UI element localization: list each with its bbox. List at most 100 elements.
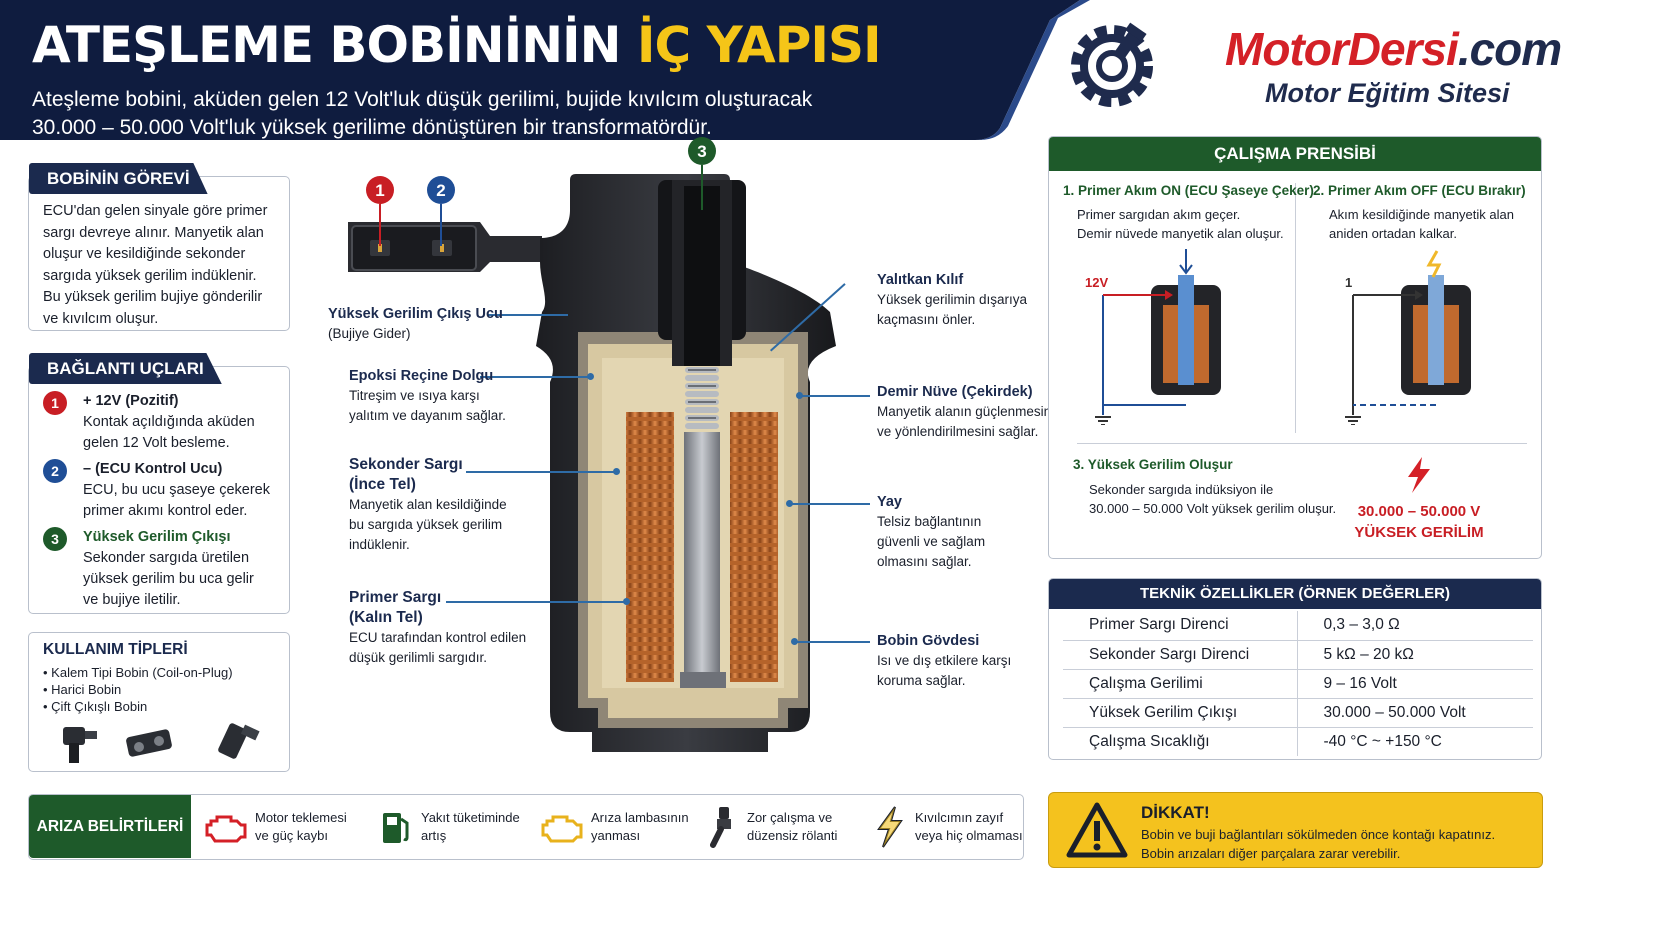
- logo-tagline: Motor Eğitim Sitesi: [1265, 78, 1510, 108]
- step2-line: aniden ortadan kalkar.: [1329, 226, 1457, 241]
- divider: [1077, 443, 1527, 444]
- marker-2: 2: [427, 176, 455, 246]
- label-epoxy: Epoksi Reçine Dolgu Titreşim ve ısıya ka…: [349, 366, 506, 426]
- prensip-panel: ÇALIŞMA PRENSİBİ 1. Primer Akım ON (ECU …: [1048, 136, 1542, 559]
- spec-value: 9 – 16 Volt: [1297, 669, 1533, 699]
- subtitle-line-1: Ateşleme bobini, aküden gelen 12 Volt'lu…: [32, 88, 813, 111]
- check-engine-light-icon: [541, 815, 583, 843]
- electrical-connector: [348, 222, 542, 272]
- fault-line: Motor teklemesi: [255, 810, 347, 825]
- label-insulator: Yalıtkan Kılıf Yüksek gerilimin dışarıya…: [877, 270, 1027, 330]
- connection-number-badge: 3: [43, 527, 67, 551]
- spark-plug-icon: [710, 807, 731, 848]
- label-head: (Kalın Tel): [349, 609, 423, 626]
- gorev-line: Bu yüksek gerilim bujiye gönderilir: [43, 289, 263, 305]
- label-line: kaçmasını önler.: [877, 312, 976, 327]
- label-line: Manyetik alan kesildiğinde: [349, 497, 507, 512]
- step1-line: Demir nüvede manyetik alan oluşur.: [1077, 226, 1284, 241]
- kullanim-list: • Kalem Tipi Bobin (Coil-on-Plug) • Hari…: [43, 665, 233, 714]
- spec-key: Primer Sargı Direnci: [1063, 611, 1298, 641]
- leader-dot: [791, 638, 798, 645]
- header-background: [0, 0, 1090, 140]
- gear-icon: [1071, 22, 1153, 107]
- leader-line: [488, 314, 568, 316]
- connection-line: Sekonder sargıda üretilen: [83, 550, 250, 566]
- fault-item-5: Kıvılcımın zayıf veya hiç olmaması: [915, 809, 1035, 845]
- connection-head: – (ECU Kontrol Ucu): [83, 461, 223, 477]
- label-line: güvenli ve sağlam: [877, 534, 986, 549]
- spec-value: -40 °C ~ +150 °C: [1323, 732, 1442, 750]
- kullanim-title: KULLANIM TİPLERİ: [43, 641, 188, 658]
- connection-line: ECU, bu ucu şaseye çekerek: [83, 482, 270, 498]
- step3-title: 3. Yüksek Gerilim Oluşur: [1073, 457, 1233, 472]
- label-head: Bobin Gövdesi: [877, 633, 980, 649]
- label-iron-core: Demir Nüve (Çekirdek) Manyetik alanın gü…: [877, 382, 1054, 442]
- leader-line: [800, 395, 870, 397]
- label-line: (Bujiye Gider): [328, 326, 411, 341]
- baglanti-title: BAĞLANTI UÇLARI: [29, 353, 222, 384]
- fault-line: Arıza lambasının: [591, 810, 689, 825]
- step2-voltage: 1: [1345, 275, 1352, 290]
- connection-line: primer akımı kontrol eder.: [83, 503, 248, 519]
- label-head: Yalıtkan Kılıf: [877, 272, 964, 288]
- leader-dot: [613, 468, 620, 475]
- kullanim-panel: KULLANIM TİPLERİ • Kalem Tipi Bobin (Coi…: [28, 632, 290, 772]
- label-line: Yüksek gerilimin dışarıya: [877, 292, 1028, 307]
- leader-line: [466, 471, 616, 473]
- label-housing: Bobin Gövdesi Isı ve dış etkilere karşı …: [877, 631, 1011, 691]
- step1-text: Primer sargıdan akım geçer. Demir nüvede…: [1077, 205, 1284, 243]
- leader-dot: [796, 392, 803, 399]
- label-head: (İnce Tel): [349, 476, 416, 493]
- fault-line: Kıvılcımın zayıf: [915, 810, 1004, 825]
- label-head: Sekonder Sargı: [349, 456, 463, 473]
- dikkat-panel: DİKKAT! Bobin ve buji bağlantıları sökül…: [1048, 792, 1543, 868]
- step2-text: Akım kesildiğinde manyetik alan aniden o…: [1329, 205, 1514, 243]
- label-head: Yay: [877, 494, 902, 510]
- logo-brand: MotorDersi.com: [1225, 22, 1562, 76]
- label-head: Demir Nüve (Çekirdek): [877, 384, 1033, 400]
- marker-3-label: 3: [697, 142, 706, 161]
- fault-item-1: Motor teklemesi ve güç kaybı: [255, 809, 375, 845]
- label-line: Titreşim ve ısıya karşı: [349, 388, 480, 403]
- hv-result: 30.000 – 50.000 V YÜKSEK GERİLİM: [1349, 501, 1489, 543]
- step1-title: 1. Primer Akım ON (ECU Şaseye Çeker): [1063, 183, 1314, 198]
- fault-line: Yakıt tüketiminde: [421, 810, 520, 825]
- label-head: Epoksi Reçine Dolgu: [349, 368, 494, 384]
- gorev-line: oluşur ve kesildiğinde sekonder: [43, 246, 246, 262]
- fault-line: yanması: [591, 828, 641, 843]
- page-title: ATEŞLEME BOBİNİNİN İÇ YAPISI: [32, 16, 882, 74]
- connection-line: Kontak açıldığında aküden: [83, 414, 255, 430]
- dikkat-text: Bobin ve buji bağlantıları sökülmeden ön…: [1141, 825, 1495, 863]
- step2-line: Akım kesildiğinde manyetik alan: [1329, 207, 1514, 222]
- label-line: yalıtım ve dayanım sağlar.: [349, 408, 506, 423]
- label-head: Yüksek Gerilim Çıkış Ucu: [328, 306, 503, 322]
- label-spring: Yay Telsiz bağlantının güvenli ve sağlam…: [877, 492, 985, 572]
- fault-line: veya hiç olmaması: [915, 828, 1023, 843]
- fault-line: düzensiz rölanti: [747, 828, 838, 843]
- label-line: düşük gerilimli sargıdır.: [349, 650, 488, 665]
- hv-label: YÜKSEK GERİLİM: [1354, 524, 1484, 541]
- leader-line: [790, 503, 870, 505]
- kullanim-item: Çift Çıkışlı Bobin: [51, 699, 148, 714]
- marker-1-label: 1: [375, 181, 384, 200]
- gorev-title: BOBİNİN GÖREVİ: [29, 163, 208, 194]
- coil-types-illustration: [63, 723, 260, 763]
- primary-winding-left: [640, 552, 674, 682]
- prensip-title: ÇALIŞMA PRENSİBİ: [1049, 137, 1541, 171]
- kullanim-item: Harici Bobin: [51, 682, 122, 697]
- step3-line: Sekonder sargıda indüksiyon ile: [1089, 482, 1274, 497]
- step3-text: Sekonder sargıda indüksiyon ile 30.000 –…: [1089, 480, 1336, 518]
- gorev-line: sargıda yüksek gerilim indüklenir.: [43, 267, 257, 284]
- dikkat-line: Bobin arızaları diğer parçalara zarar ve…: [1141, 846, 1401, 861]
- fault-line: Zor çalışma ve: [747, 810, 833, 825]
- leader-dot: [587, 373, 594, 380]
- label-secondary: Sekonder Sargı (İnce Tel) Manyetik alan …: [349, 455, 507, 555]
- step2-title: 2. Primer Akım OFF (ECU Bırakır): [1313, 183, 1526, 198]
- fault-line: ve güç kaybı: [255, 828, 328, 843]
- connection-text: + 12V (Pozitif) Kontak açıldığında aküde…: [83, 391, 313, 454]
- label-line: Telsiz bağlantının: [877, 514, 982, 529]
- kullanim-item: Kalem Tipi Bobin (Coil-on-Plug): [51, 665, 233, 680]
- step1-line: Primer sargıdan akım geçer.: [1077, 207, 1241, 222]
